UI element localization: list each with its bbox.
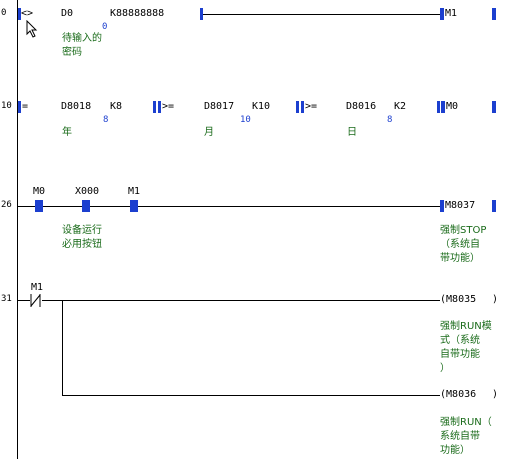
rung-wire: [203, 14, 440, 15]
step-number: 0: [1, 8, 7, 18]
device-comment: 月: [204, 127, 214, 138]
device-comment: 设备运行 必用按钮: [62, 225, 102, 250]
contact-label: M1: [31, 282, 44, 293]
step-number: 31: [1, 294, 12, 304]
compare-operand-1[interactable]: D0: [61, 8, 74, 19]
device-comment: 待输入的 密码: [62, 33, 102, 58]
coil-bracket-end: [492, 101, 496, 113]
coil-comment: 强制STOP （系统自 带功能）: [440, 225, 487, 264]
mouse-pointer-icon: [26, 20, 38, 38]
device-comment: 日: [347, 127, 357, 138]
coil-bracket-end: ): [492, 389, 499, 400]
compare-operand-2[interactable]: K8: [110, 101, 123, 112]
contact-no[interactable]: [82, 200, 90, 212]
coil-bracket-end: [492, 200, 496, 212]
compare-bracket-right[interactable]: [437, 101, 440, 113]
current-value: 8: [387, 115, 393, 125]
current-value: 8: [103, 115, 109, 125]
compare-operand-2[interactable]: K10: [252, 101, 271, 112]
compare-bracket-right[interactable]: [301, 101, 304, 113]
compare-operator: <>: [21, 8, 34, 19]
contact-label: X000: [75, 186, 100, 197]
compare-bracket-right[interactable]: [158, 101, 161, 113]
compare-operand-1[interactable]: D8018: [61, 101, 92, 112]
compare-operator: =: [22, 101, 29, 112]
compare-bracket-left[interactable]: [153, 101, 156, 113]
rung-wire: [62, 395, 440, 396]
compare-bracket-left[interactable]: [18, 8, 21, 20]
contact-no[interactable]: [35, 200, 43, 212]
coil-bracket[interactable]: [441, 101, 445, 113]
branch-wire: [62, 300, 63, 395]
compare-bracket-right[interactable]: [200, 8, 203, 20]
compare-operand-2[interactable]: K2: [394, 101, 407, 112]
coil-comment: 强制RUN（ 系统自带 功能）: [440, 417, 492, 456]
step-number: 10: [1, 101, 12, 111]
device-comment: 年: [62, 127, 72, 138]
compare-bracket-left[interactable]: [296, 101, 299, 113]
rung-wire: [18, 206, 440, 207]
coil-label[interactable]: (M8035: [440, 294, 477, 305]
compare-operand-1[interactable]: D8017: [204, 101, 235, 112]
contact-no[interactable]: [130, 200, 138, 212]
coil-label[interactable]: M0: [446, 101, 459, 112]
left-power-rail: [17, 0, 18, 459]
coil-comment: 强制RUN模 式（系统 自带功能 ）: [440, 321, 492, 374]
coil-label[interactable]: M8037: [445, 200, 476, 211]
current-value: 0: [102, 22, 108, 32]
rung-wire: [42, 300, 440, 301]
compare-operator: >=: [162, 101, 175, 112]
rung-wire: [18, 300, 30, 301]
compare-operator: >=: [305, 101, 318, 112]
compare-operand-2[interactable]: K88888888: [110, 8, 165, 19]
step-number: 26: [1, 200, 12, 210]
coil-bracket-end: ): [492, 294, 499, 305]
contact-label: M0: [33, 186, 46, 197]
contact-nc-icon[interactable]: [30, 294, 42, 307]
coil-bracket-end: [492, 8, 496, 20]
coil-label[interactable]: M1: [445, 8, 458, 19]
contact-label: M1: [128, 186, 141, 197]
current-value: 10: [240, 115, 251, 125]
coil-bracket[interactable]: [440, 8, 444, 20]
coil-label[interactable]: (M8036: [440, 389, 477, 400]
compare-operand-1[interactable]: D8016: [346, 101, 377, 112]
compare-bracket-left[interactable]: [18, 101, 21, 113]
coil-bracket[interactable]: [440, 200, 444, 212]
